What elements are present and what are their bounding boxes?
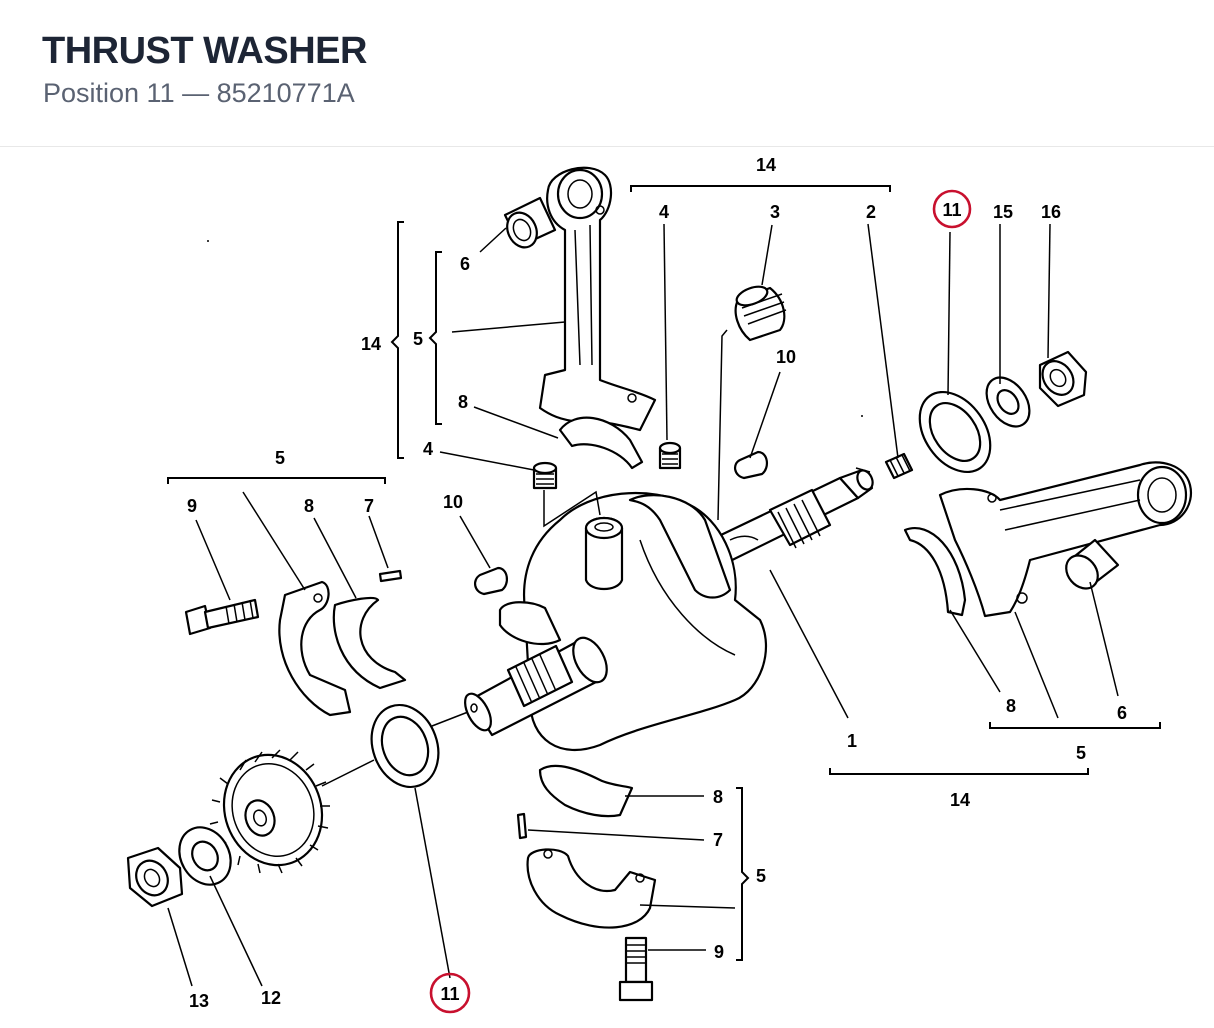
dowel-10-left: [474, 566, 508, 596]
bracket-5-right: [989, 722, 1161, 729]
thrust-washer-11-bottom: [370, 703, 440, 789]
bearing-shell-8-left: [332, 596, 407, 690]
callout-5-left: 5: [413, 329, 423, 349]
page-subtitle: Position 11 — 85210771A: [43, 78, 355, 108]
callout-12: 12: [261, 988, 281, 1008]
callout-7-bottom: 7: [713, 830, 723, 850]
bracket-5-bottom: [736, 787, 750, 961]
callout-9-bottom: 9: [714, 942, 724, 962]
callout-8-right: 8: [1006, 696, 1016, 716]
callout-13: 13: [189, 991, 209, 1011]
callout-3-top: 3: [770, 202, 780, 222]
connecting-rod-top: [503, 166, 657, 470]
pin-7-left: [378, 569, 403, 583]
crankshaft: [464, 468, 874, 751]
speck: [207, 240, 209, 242]
callout-5-mid: 5: [275, 448, 285, 468]
callout-2-top: 2: [866, 202, 876, 222]
dowel-10-top: [734, 450, 768, 480]
callout-7-left: 7: [364, 496, 374, 516]
bolt-9-bottom: [618, 936, 654, 1002]
rod-cap-bottom: [526, 848, 657, 929]
callout-9-left: 9: [187, 496, 197, 516]
bracket-5-mid: [167, 477, 386, 484]
callout-5-right: 5: [1076, 743, 1086, 763]
bolt-4-right: [658, 441, 682, 470]
page-title: THRUST WASHER: [42, 30, 367, 72]
plug-3: [734, 285, 787, 342]
callout-8-mid: 8: [304, 496, 314, 516]
nut-13: [126, 846, 184, 908]
callout-10-left: 10: [443, 492, 463, 512]
gear: [209, 749, 330, 874]
callout-10-top: 10: [776, 347, 796, 367]
bearing-shell-8-bottom: [538, 764, 634, 818]
callout-5-bottom: 5: [756, 866, 766, 886]
callout-4-top: 4: [659, 202, 669, 222]
washer-12: [178, 826, 232, 886]
callout-14-bottom: 14: [950, 790, 970, 810]
bracket-14-top: [630, 185, 891, 192]
callout-11-bottom: 11: [440, 984, 459, 1004]
bracket-5-left: [428, 251, 442, 425]
highlight-circle-top: [932, 189, 972, 229]
bolt-4-left: [532, 461, 558, 490]
callout-15: 15: [993, 202, 1013, 222]
plug-2: [884, 452, 914, 480]
bracket-14-bottom: [829, 768, 1089, 775]
speck: [861, 415, 863, 417]
callout-8-left: 8: [458, 392, 468, 412]
callout-14-left: 14: [361, 334, 381, 354]
callout-11-top: 11: [942, 200, 961, 220]
leader-lines: [167, 223, 1119, 987]
bolt-9-left: [184, 598, 260, 636]
pin-7-bottom: [516, 812, 528, 840]
rod-cap-left: [278, 580, 352, 717]
callout-16: 16: [1041, 202, 1061, 222]
bracket-14-left: [390, 221, 404, 459]
connecting-rod-right: [903, 461, 1193, 618]
callout-1: 1: [847, 731, 857, 751]
thrust-washer-11-top: [918, 390, 992, 474]
nut-16: [1038, 350, 1088, 408]
callout-14-top: 14: [756, 155, 776, 175]
callout-4-left: 4: [423, 439, 433, 459]
highlight-circle-bottom: [429, 972, 471, 1014]
washer-15: [985, 376, 1031, 428]
callout-8-bottom: 8: [713, 787, 723, 807]
page-header: THRUST WASHER Position 11 — 85210771A: [0, 0, 1214, 147]
callout-6-right: 6: [1117, 703, 1127, 723]
callout-6-left: 6: [460, 254, 470, 274]
